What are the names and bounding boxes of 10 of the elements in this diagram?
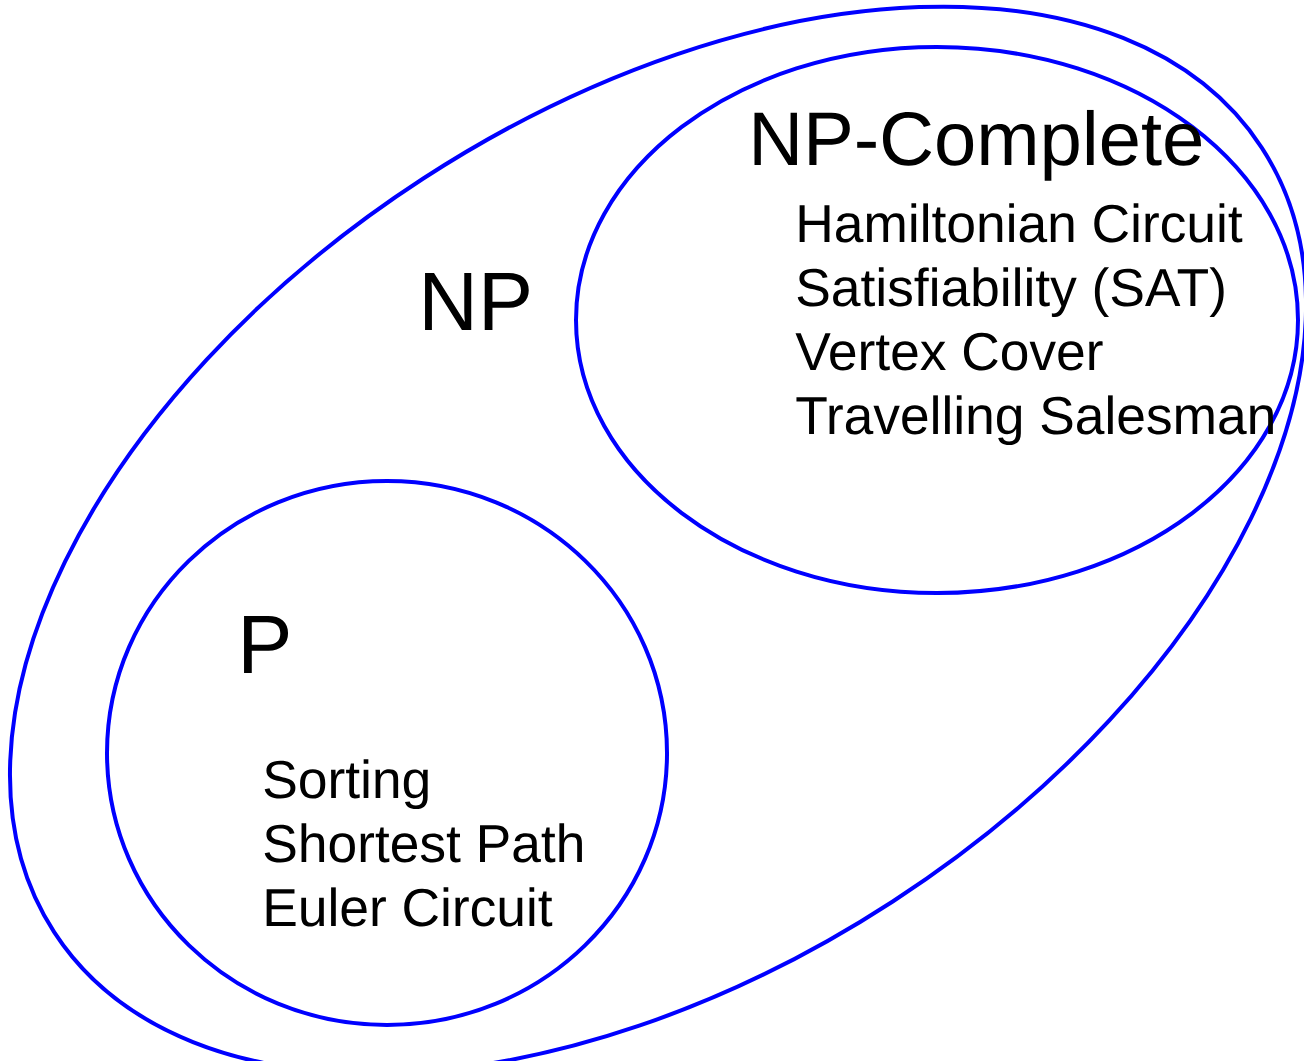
problem-name: Hamiltonian Circuit: [799, 203, 1243, 243]
problem-name: Vertex Cover: [795, 332, 1103, 371]
problem-name: Satisfiability (SAT): [797, 267, 1224, 318]
problem-name: Euler Circuit: [266, 887, 553, 927]
set-label: NP-Complete: [754, 109, 1201, 181]
problem-name: Travelling Salesman: [796, 395, 1273, 446]
set-label: NP: [425, 273, 529, 330]
problem-name: Sorting: [264, 759, 428, 810]
set-label: P: [244, 616, 289, 673]
problem-name: Shortest Path: [264, 823, 582, 863]
